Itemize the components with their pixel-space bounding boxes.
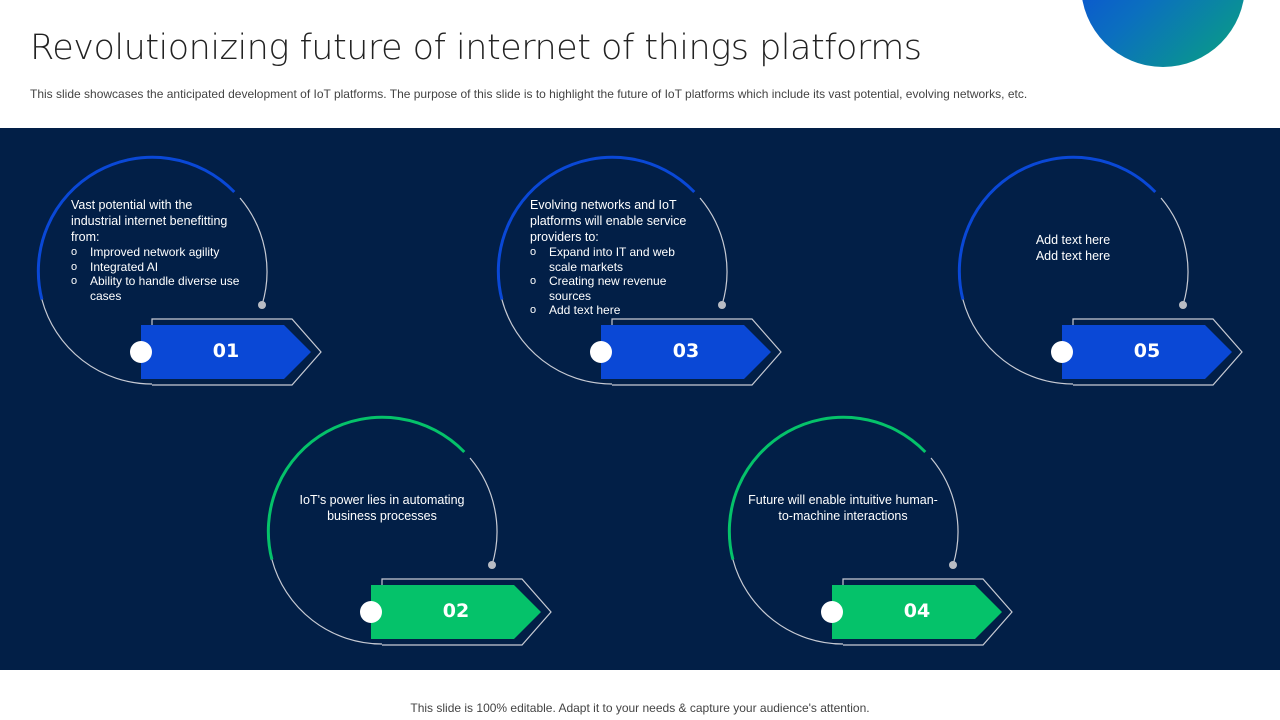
badge-number: 04 <box>903 600 931 622</box>
card-05: Add text here Add text here 05 <box>951 150 1251 400</box>
card-01: Vast potential with the industrial inter… <box>30 150 330 400</box>
card-intro: Evolving networks and IoT platforms will… <box>530 198 687 244</box>
card-text: Future will enable intuitive human-to-ma… <box>748 493 938 523</box>
bullet-item: Expand into IT and web scale markets <box>530 245 705 274</box>
ring-graphic <box>266 415 552 646</box>
bullet-item: Ability to handle diverse use cases <box>71 274 241 303</box>
card-03: Evolving networks and IoT platforms will… <box>490 150 790 400</box>
card-text: Evolving networks and IoT platforms will… <box>530 197 705 318</box>
badge-number: 03 <box>672 340 700 362</box>
card-02: IoT's power lies in automating business … <box>260 410 560 660</box>
badge-dot <box>360 601 382 623</box>
number-badge-shape <box>141 325 311 379</box>
number-badge-shape <box>1062 325 1232 379</box>
card-04: Future will enable intuitive human-to-ma… <box>721 410 1021 660</box>
number-badge-shape <box>832 585 1002 639</box>
bullet-item: Add text here <box>530 303 705 318</box>
slide-subtitle: This slide showcases the anticipated dev… <box>30 87 1028 101</box>
connector-dot <box>488 561 496 569</box>
bullet-item: Creating new revenue sources <box>530 274 705 303</box>
badge-number: 01 <box>212 340 240 362</box>
card-line: Add text here <box>1035 233 1111 247</box>
decorative-gradient-circle <box>1081 0 1245 67</box>
footer-note: This slide is 100% editable. Adapt it to… <box>410 701 870 715</box>
connector-dot <box>1179 301 1187 309</box>
badge-dot <box>590 341 612 363</box>
number-badge-shape <box>371 585 541 639</box>
card-line: Add text here <box>1035 249 1111 263</box>
card-text: Add text here Add text here <box>993 232 1153 264</box>
card-text: IoT's power lies in automating business … <box>299 493 465 523</box>
ring-graphic <box>496 155 782 386</box>
card-intro: Vast potential with the industrial inter… <box>71 198 228 244</box>
ring-graphic <box>957 155 1243 386</box>
badge-dot <box>821 601 843 623</box>
connector-dot <box>258 301 266 309</box>
badge-dot <box>1051 341 1073 363</box>
number-badge-shape <box>601 325 771 379</box>
ring-graphic <box>727 415 1013 646</box>
card-text: Vast potential with the industrial inter… <box>71 197 241 303</box>
bullet-item: Improved network agility <box>71 245 241 260</box>
bullet-item: Integrated AI <box>71 260 241 275</box>
badge-number: 02 <box>442 600 470 622</box>
slide-title: Revolutionizing future of internet of th… <box>30 28 922 68</box>
bullet-list: Expand into IT and web scale markets Cre… <box>530 245 705 318</box>
badge-dot <box>130 341 152 363</box>
content-band <box>0 128 1280 670</box>
bullet-list: Improved network agility Integrated AI A… <box>71 245 241 303</box>
connector-dot <box>949 561 957 569</box>
badge-number: 05 <box>1133 340 1161 362</box>
ring-graphic <box>36 155 322 386</box>
connector-dot <box>718 301 726 309</box>
